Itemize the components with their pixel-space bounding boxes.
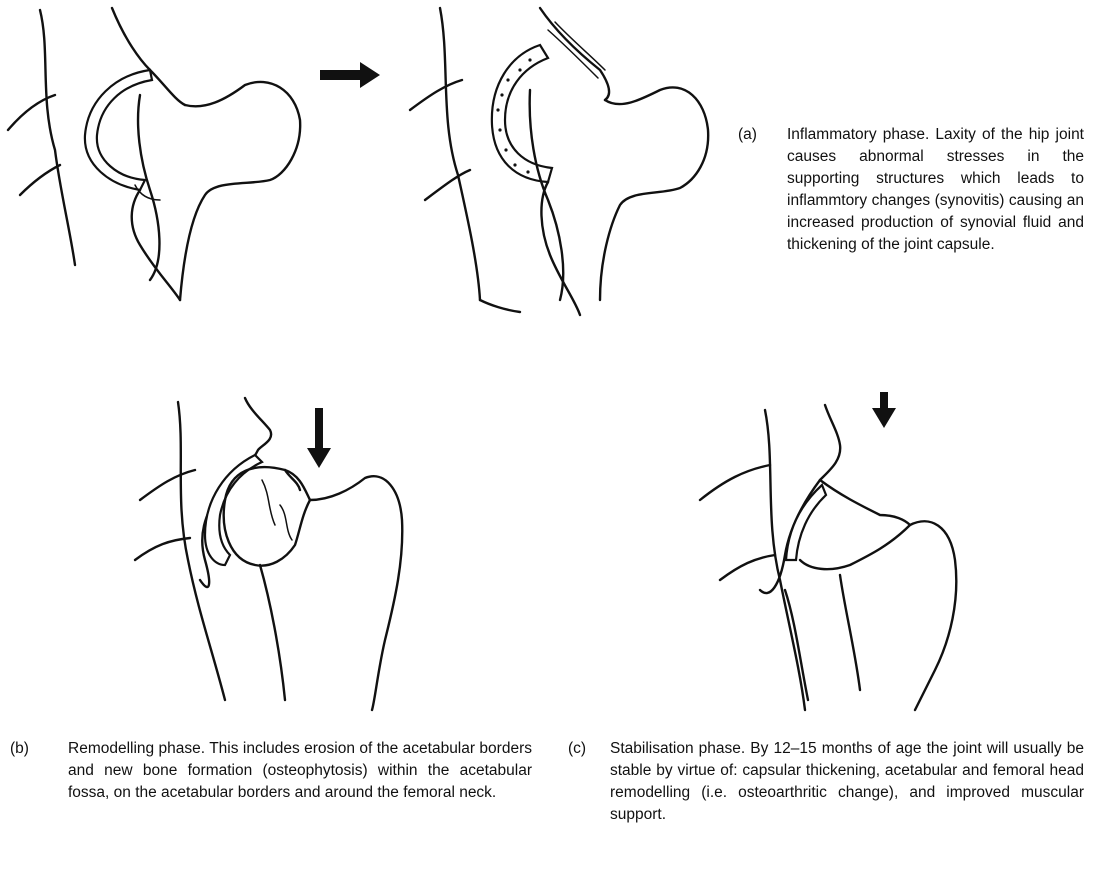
progression-arrow-right (320, 62, 380, 88)
arrow-down-c (872, 392, 896, 428)
caption-b-label: (b) (10, 738, 29, 760)
caption-a: (a) Inflammatory phase. Laxity of the hi… (738, 124, 1084, 344)
hip-drawing-a1 (8, 8, 300, 300)
caption-c-label: (c) (568, 738, 586, 760)
hip-drawing-a2 (410, 8, 708, 315)
caption-b: (b) Remodelling phase. This includes ero… (10, 738, 532, 838)
caption-a-label: (a) (738, 124, 757, 146)
hip-drawing-b (135, 398, 402, 710)
caption-a-text: Inflammatory phase. Laxity of the hip jo… (787, 124, 1084, 256)
caption-c-text: Stabilisation phase. By 12–15 months of … (610, 738, 1084, 826)
hip-drawing-c (700, 392, 956, 710)
caption-b-text: Remodelling phase. This includes erosion… (68, 738, 532, 804)
arrow-down-b (307, 408, 331, 468)
caption-c: (c) Stabilisation phase. By 12–15 months… (568, 738, 1084, 863)
